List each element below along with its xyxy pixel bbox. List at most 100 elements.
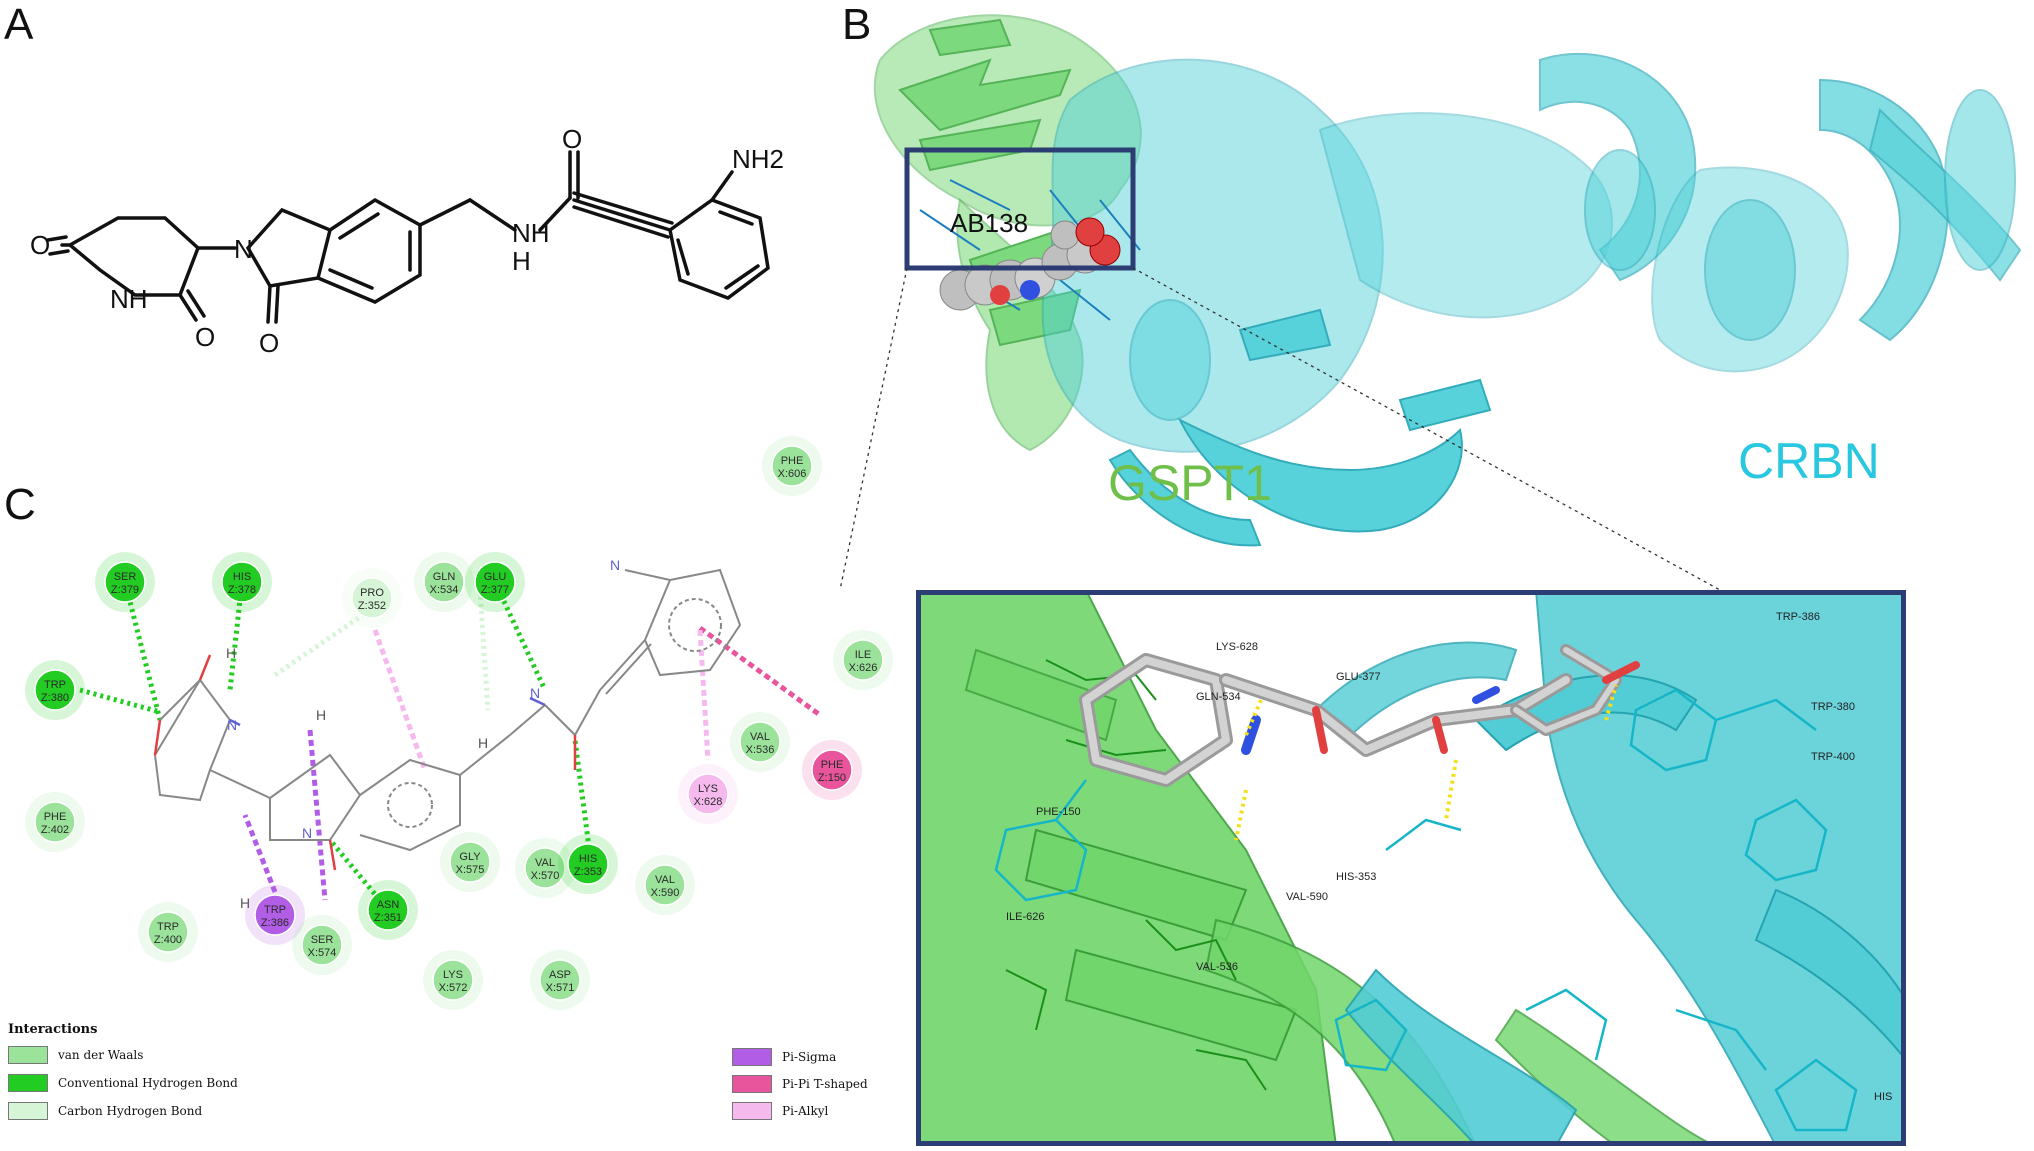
legend-label-pisigma: Pi-Sigma (782, 1050, 837, 1064)
residue-asn351-name: ASN (377, 899, 400, 911)
residue-his353-number: Z:353 (574, 866, 602, 878)
crbn-cartoon (1041, 52, 2022, 547)
residue-asn351-number: Z:351 (374, 912, 402, 924)
residue-trp386-name: TRP (264, 904, 286, 916)
residue-phe606-number: X:606 (778, 468, 807, 480)
residue-his378-number: Z:378 (228, 584, 256, 596)
crbn-label: CRBN (1738, 433, 1880, 489)
legend-item-pisigma: Pi-Sigma (732, 1047, 836, 1067)
residue-trp386-number: Z:386 (261, 917, 289, 929)
residue-gln534-name: GLN (433, 571, 456, 583)
residue-lys572-name: LYS (443, 969, 463, 981)
legend-item-pipi: Pi-Pi T-shaped (732, 1074, 868, 1094)
residue-gly575-name: GLY (459, 851, 481, 863)
atom-n-amide: NH (512, 218, 550, 248)
res-label-phe150: PHE-150 (1036, 806, 1081, 818)
residue-trp380-name: TRP (44, 679, 66, 691)
legend-item-pialkyl: Pi-Alkyl (732, 1101, 828, 1121)
svg-text:N: N (302, 825, 312, 841)
residue-pro352-name: PRO (360, 587, 384, 599)
residue-asp571-number: X:571 (546, 982, 575, 994)
svg-text:N: N (610, 557, 620, 573)
res-label-gln534: GLN-534 (1196, 691, 1241, 703)
svg-text:N: N (227, 717, 237, 733)
chemical-structure: O O O O NH N NH H NH2 (30, 124, 784, 358)
svg-text:H: H (226, 645, 236, 661)
zoom-frame (916, 590, 1906, 1146)
residue-his353-name: HIS (579, 853, 597, 865)
legend-swatch-hbond (8, 1074, 48, 1092)
interaction-diagram: H H H H N N N N SERZ:379HISZ:378TRPZ:380… (25, 436, 893, 1010)
residue-lys572-number: X:572 (439, 982, 468, 994)
residue-ile626-number: X:626 (849, 662, 878, 674)
legend-swatch-pisigma (732, 1048, 772, 1066)
residue-ile626-name: ILE (855, 649, 872, 661)
residue-glu377-name: GLU (484, 571, 507, 583)
residue-phe402-name: PHE (44, 811, 67, 823)
residue-ser379-name: SER (114, 571, 137, 583)
svg-text:N: N (530, 685, 540, 701)
atom-nh2: NH2 (732, 144, 784, 174)
legend-swatch-pipi (732, 1075, 772, 1093)
residue-lys628-number: X:628 (694, 796, 723, 808)
legend-title: Interactions (8, 1022, 98, 1037)
residue-trp400-number: Z:400 (154, 934, 182, 946)
residue-trp400-name: TRP (157, 921, 179, 933)
residue-phe150-number: Z:150 (818, 772, 846, 784)
residue-val536-name: VAL (750, 731, 770, 743)
legend-item-carbon: Carbon Hydrogen Bond (8, 1101, 202, 1121)
res-label-trp386: TRP-386 (1776, 611, 1820, 623)
atom-o-1: O (30, 230, 50, 260)
ligand-label: AB138 (950, 208, 1028, 238)
residue-his378-name: HIS (233, 571, 251, 583)
svg-text:H: H (240, 895, 250, 911)
residue-pro352-number: Z:352 (358, 600, 386, 612)
legend-swatch-vdw (8, 1046, 48, 1064)
legend-item-vdw: van der Waals (8, 1045, 143, 1065)
legend-label-carbon: Carbon Hydrogen Bond (58, 1104, 203, 1118)
res-label-val536: VAL-536 (1196, 961, 1238, 973)
atom-o-4: O (562, 124, 582, 154)
residue-ser574-name: SER (311, 934, 334, 946)
residue-layer: SERZ:379HISZ:378TRPZ:380PROZ:352GLNX:534… (25, 436, 893, 1010)
residue-ser574-number: X:574 (308, 947, 337, 959)
residue-phe402-number: Z:402 (41, 824, 69, 836)
atom-o-3: O (259, 328, 279, 358)
svg-text:H: H (316, 707, 326, 723)
res-label-val590: VAL-590 (1286, 891, 1328, 903)
atom-h-amide: H (512, 246, 531, 276)
residue-val590-number: X:590 (651, 887, 680, 899)
residue-ser379-number: Z:379 (111, 584, 139, 596)
gspt1-cartoon (873, 14, 1142, 452)
residue-val570-name: VAL (535, 857, 555, 869)
atom-n-isoindoline: N (234, 234, 253, 264)
legend-swatch-carbon (8, 1102, 48, 1120)
binding-site-zoom: LYS-628 GLU-377 GLN-534 PHE-150 HIS-353 … (916, 590, 1906, 1146)
protein-complex-view: AB138 GSPT1 CRBN (840, 14, 2022, 590)
legend-label-pipi: Pi-Pi T-shaped (782, 1077, 868, 1091)
res-label-glu377: GLU-377 (1336, 671, 1381, 683)
legend-swatch-pialkyl (732, 1102, 772, 1120)
res-label-trp380: TRP-380 (1811, 701, 1855, 713)
panel-label-a: A (4, 0, 34, 49)
residue-lys628-name: LYS (698, 783, 718, 795)
residue-val590-name: VAL (655, 874, 675, 886)
legend-item-hbond: Conventional Hydrogen Bond (8, 1073, 238, 1093)
residue-trp380-number: Z:380 (41, 692, 69, 704)
